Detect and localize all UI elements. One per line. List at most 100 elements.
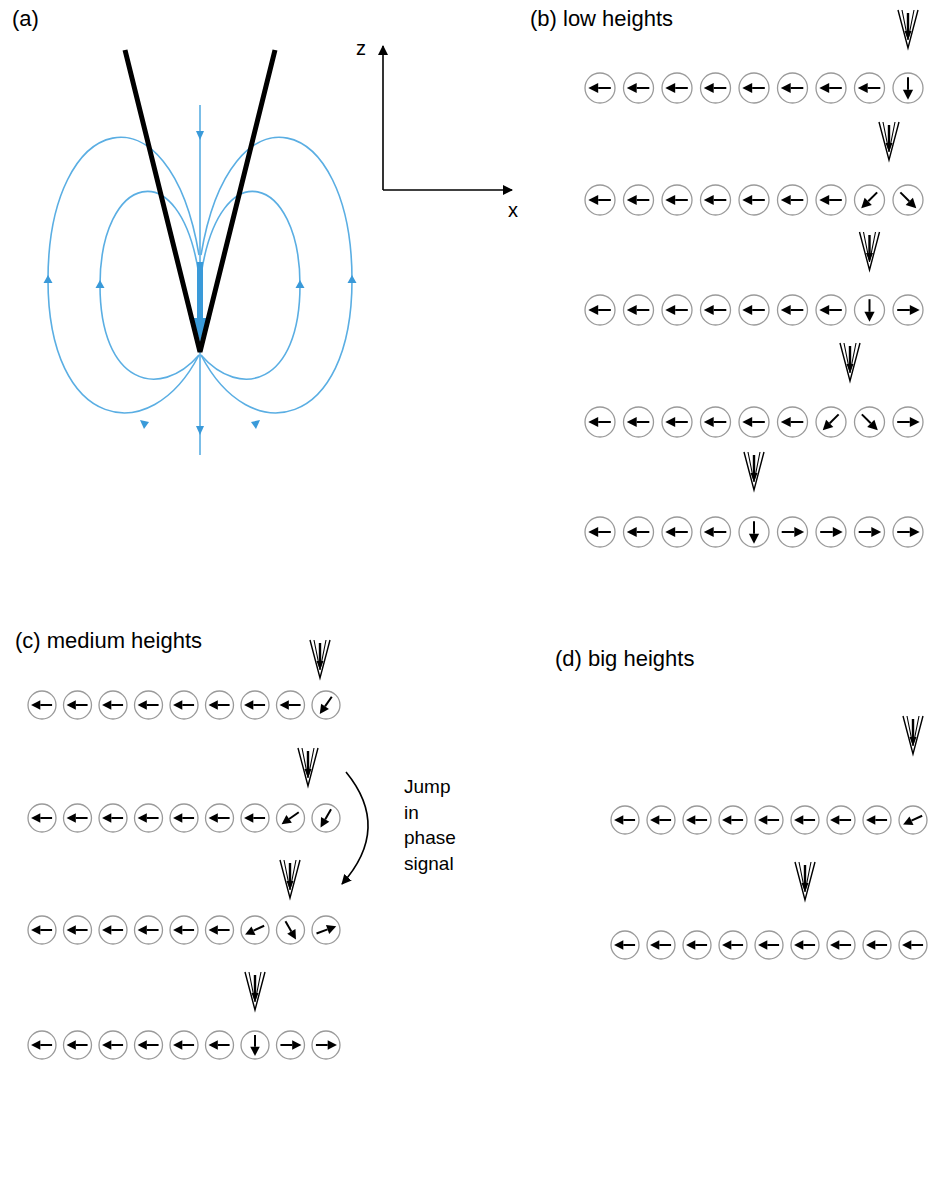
spin-arrow [753,521,755,534]
spin-arrow [598,87,611,89]
spin-arrow [598,309,611,311]
spin-arrowhead [742,305,752,315]
spin-symbol [893,73,923,103]
spin-arrowhead [704,527,714,537]
tip-moment-arrow [307,751,309,772]
spin-arrowhead [627,527,637,537]
spin-arrowhead [321,817,330,827]
spin-arrowhead [758,815,767,825]
tip-moment-arrow [289,863,291,884]
spin-circle [624,407,654,437]
tip-outline [310,640,330,678]
spin-symbol [312,804,340,832]
spin-arrow [637,199,650,201]
spin-arrow [868,192,877,201]
spin-circle [241,916,269,944]
spin-symbol [701,185,731,215]
spin-arrowhead [704,305,714,315]
field-arrowhead [251,420,260,429]
spin-circle [662,185,692,215]
spin-symbol [312,691,340,719]
spin-arrowhead [704,83,714,93]
spin-arrow [675,421,688,423]
spin-symbol [64,916,92,944]
spin-circle [312,804,340,832]
spin-symbol [778,517,808,547]
spin-circle [662,295,692,325]
spin-circle [241,804,269,832]
spin-arrow [637,87,650,89]
spin-arrow [714,87,727,89]
spin-symbol [135,916,163,944]
spin-circle [99,804,127,832]
spin-arrow [803,819,815,821]
spin-arrow [839,944,851,946]
spin-symbol [791,931,819,959]
spin-arrow [791,199,804,201]
tip-symbol [903,716,923,754]
spin-arrowhead [209,1040,218,1050]
spin-arrowhead [704,195,714,205]
spin-symbol [28,1031,56,1059]
spin-circle [585,295,615,325]
spin-circle [135,804,163,832]
spin-row [585,452,923,547]
spin-arrowhead [665,83,675,93]
spin-circle [719,931,747,959]
spin-symbol [277,1031,305,1059]
spin-symbol [206,1031,234,1059]
spin-circle [64,916,92,944]
spin-arrowhead [292,1040,301,1050]
spin-circle [863,931,891,959]
spin-arrow [253,926,264,931]
spin-symbol [277,804,305,832]
spin-arrow [598,421,611,423]
spin-symbol [701,295,731,325]
spin-arrowhead [906,198,917,209]
spin-circle [701,185,731,215]
spin-arrow [218,704,230,706]
spin-symbol [277,691,305,719]
spin-arrowhead [781,195,791,205]
tip-outline [898,10,918,48]
spin-circle [312,691,340,719]
spin-arrowhead [326,925,336,934]
spin-arrowhead [31,700,40,710]
spin-symbol [135,691,163,719]
spin-circle [701,295,731,325]
spin-circle [683,931,711,959]
spin-arrowhead [858,83,868,93]
tip-outline [284,860,296,890]
spin-arrowhead [722,940,731,950]
field-arrowhead [296,280,305,288]
field-line [201,137,352,413]
field-arrowhead [44,275,53,283]
spin-arrowhead [823,420,834,431]
spin-symbol [683,931,711,959]
spin-arrowhead [588,305,598,315]
dipole-field [48,105,352,455]
spin-circle [816,73,846,103]
spin-arrow [40,704,52,706]
spin-circle [662,73,692,103]
spin-arrowhead [627,195,637,205]
spin-arrow [218,817,230,819]
spin-arrowhead [244,700,253,710]
spin-arrowhead [614,940,623,950]
spin-arrow [862,414,871,423]
spin-arrowhead [742,83,752,93]
spin-arrow [675,199,688,201]
spin-symbol [241,691,269,719]
tip-moment-arrow [907,13,909,34]
tip-outline [879,122,899,160]
spin-circle [170,1031,198,1059]
spin-row [611,862,927,959]
spin-arrow [317,929,328,933]
spin-symbol [585,295,615,325]
spin-symbol [683,806,711,834]
spin-symbol [277,916,305,944]
spin-symbol [755,806,783,834]
spin-arrowhead [102,700,111,710]
spin-arrow [752,421,765,423]
